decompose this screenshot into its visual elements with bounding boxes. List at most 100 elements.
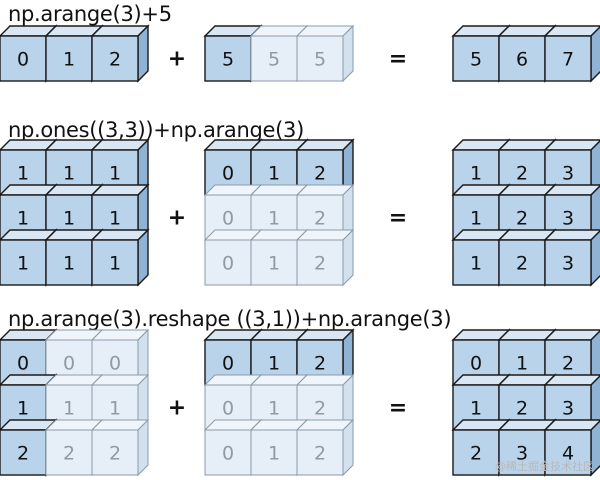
cell-side-face [590,230,600,287]
cell-front-face [498,429,546,476]
cell-value: 2 [314,253,326,275]
cell-value: 0 [222,208,234,230]
cell-value: 2 [314,398,326,420]
cell-value: 1 [470,163,482,185]
cell-front-face [91,35,139,82]
cell-front-face [91,239,139,286]
array-cell: 2 [295,138,355,197]
cell-value: 2 [314,163,326,185]
cell-value: 3 [562,398,574,420]
cell-front-face [452,429,500,476]
cell-value: 2 [470,443,482,465]
cell-value: 1 [268,398,280,420]
cell-value: 1 [268,443,280,465]
cell-value: 1 [17,208,29,230]
cell-value: 1 [17,163,29,185]
cell-side-face [590,26,600,83]
broadcast-cell: 0 [203,228,263,287]
cell-value: 2 [314,443,326,465]
cell-value: 3 [562,253,574,275]
cell-side-face [342,228,354,287]
cell-value: 1 [63,163,75,185]
cell-value: 1 [268,353,280,375]
cell-front-face [452,239,500,286]
cell-value: 1 [470,398,482,420]
cell-value: 1 [268,253,280,275]
cell-front-face [498,239,546,286]
array-cell: 2 [90,24,150,83]
cell-value: 0 [109,353,121,375]
cell-value: 1 [63,49,75,71]
cell-value: 3 [562,208,574,230]
cell-value: 0 [470,353,482,375]
cell-value: 5 [222,49,234,71]
cell-value: 1 [17,398,29,420]
cell-value: 5 [268,49,280,71]
cell-value: 1 [109,208,121,230]
cell-value: 2 [516,253,528,275]
cell-front-face [204,35,252,82]
section-title-1: np.arange(3)+5 [8,2,172,26]
cell-front-face [296,35,344,82]
broadcast-cell: 2 [295,418,355,477]
cell-front-face [544,239,592,286]
section-title-2: np.ones((3,3))+np.arange(3) [8,118,304,142]
cell-value: 2 [63,443,75,465]
cell-value: 2 [109,443,121,465]
cell-value: 4 [562,443,574,465]
broadcast-cell: 2 [295,228,355,287]
cell-side-face [342,418,354,477]
broadcast-cell: 2 [90,418,150,477]
array-cell: 1 [90,228,150,287]
cell-side-face [137,228,149,287]
cell-value: 1 [470,253,482,275]
cell-front-face [296,239,344,286]
cell-value: 2 [314,353,326,375]
cell-value: 3 [562,163,574,185]
cell-value: 0 [222,163,234,185]
cell-value: 3 [516,443,528,465]
equals-operator: = [389,396,407,421]
plus-operator: + [168,206,186,231]
cell-value: 2 [562,353,574,375]
cell-front-face [296,429,344,476]
cell-value: 7 [562,49,574,71]
cell-value: 1 [17,253,29,275]
array-cell: 3 [543,229,600,287]
cell-value: 1 [268,208,280,230]
cell-value: 0 [222,443,234,465]
cell-front-face [45,429,93,476]
array-cell: 4 [543,419,600,477]
cell-front-face [250,239,298,286]
cell-front-face [544,429,592,476]
cell-front-face [250,429,298,476]
cell-value: 1 [63,398,75,420]
cell-value: 1 [268,163,280,185]
cell-value: 1 [109,398,121,420]
array-cell: 1 [44,183,104,242]
cell-side-face [137,418,149,477]
cell-value: 2 [17,443,29,465]
cell-front-face [498,35,546,82]
cell-front-face [250,35,298,82]
cell-value: 1 [109,253,121,275]
cell-side-face [137,24,149,83]
cell-value: 5 [314,49,326,71]
cell-front-face [91,429,139,476]
section-title-3: np.arange(3).reshape ((3,1))+np.arange(3… [8,307,452,331]
cell-value: 0 [222,398,234,420]
array-cell: 7 [543,25,600,83]
cell-value: 2 [314,208,326,230]
cell-value: 1 [470,208,482,230]
plus-operator: + [168,47,186,72]
cell-front-face [204,239,252,286]
cell-value: 1 [109,163,121,185]
